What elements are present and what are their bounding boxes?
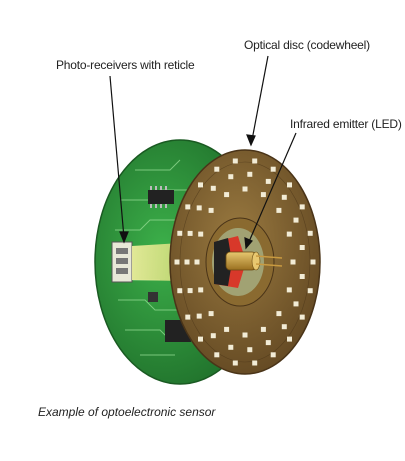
codewheel-slot <box>232 360 238 366</box>
codewheel-slot <box>247 171 253 177</box>
codewheel-slot <box>293 301 299 307</box>
codewheel-slots <box>174 158 316 366</box>
codewheel-slot <box>281 324 287 330</box>
codewheel-slot <box>194 259 200 265</box>
codewheel-slot <box>293 217 299 223</box>
codewheel-slot <box>299 245 305 250</box>
codewheel-slot <box>299 314 305 320</box>
codewheel-slot <box>177 288 183 294</box>
codewheel-slot <box>196 313 202 319</box>
figure-caption: Example of optoelectronic sensor <box>38 405 216 419</box>
codewheel-slot <box>185 314 191 320</box>
codewheel-slot <box>252 158 258 164</box>
codewheel-slot <box>198 336 203 342</box>
codewheel-slot <box>228 344 234 350</box>
codewheel-slot <box>286 287 292 293</box>
codewheel-slot <box>196 205 202 211</box>
codewheel-slot <box>184 259 190 265</box>
codewheel-slot <box>198 287 204 293</box>
codewheel-slot <box>214 352 220 358</box>
chip-1 <box>148 190 174 204</box>
codewheel-slot <box>208 311 214 317</box>
codewheel-slot <box>224 192 230 198</box>
codewheel-slot <box>281 194 287 200</box>
codewheel-slot <box>276 311 282 317</box>
codewheel-slot <box>232 158 238 164</box>
codewheel-slot <box>208 207 214 213</box>
codewheel-slot <box>210 333 216 339</box>
codewheel-slot <box>286 231 292 237</box>
codewheel-slot <box>177 230 183 236</box>
codewheel-slot <box>247 347 253 353</box>
codewheel-slot <box>214 166 220 172</box>
codewheel-slot <box>198 231 204 237</box>
codewheel-slot <box>276 207 282 213</box>
codewheel-slot <box>307 230 313 236</box>
codewheel-slot <box>299 274 305 279</box>
chip-3 <box>148 292 158 302</box>
codewheel-slot <box>224 326 230 332</box>
codewheel-slot <box>270 166 276 172</box>
photo-receivers <box>111 241 133 283</box>
codewheel-slot <box>228 174 234 180</box>
codewheel-slot <box>260 192 266 198</box>
codewheel-slot <box>270 352 276 358</box>
codewheel-slot <box>187 230 193 236</box>
codewheel-slot <box>198 182 203 188</box>
codewheel-slot <box>242 186 248 192</box>
photo-receivers-label: Photo-receivers with reticle <box>56 58 195 72</box>
codewheel-slot <box>174 259 180 265</box>
codewheel-slot <box>252 360 258 366</box>
codewheel-slot <box>310 259 316 265</box>
codewheel-slot <box>265 178 271 184</box>
codewheel-slot <box>242 332 248 338</box>
codewheel-slot <box>299 204 305 210</box>
infrared-emitter <box>214 236 283 288</box>
codewheel-slot <box>210 185 216 191</box>
codewheel-slot <box>287 182 292 188</box>
codewheel-slot <box>287 336 292 342</box>
leader-lines <box>109 55 297 250</box>
codewheel-slot <box>260 326 266 332</box>
optical-disc-label: Optical disc (codewheel) <box>244 38 370 52</box>
codewheel-slot <box>307 288 313 294</box>
infrared-emitter-label: Infrared emitter (LED) <box>290 117 402 131</box>
codewheel-slot <box>185 204 191 210</box>
codewheel-slot <box>290 259 296 265</box>
codewheel-slot <box>187 288 193 294</box>
codewheel-slot <box>265 340 271 346</box>
